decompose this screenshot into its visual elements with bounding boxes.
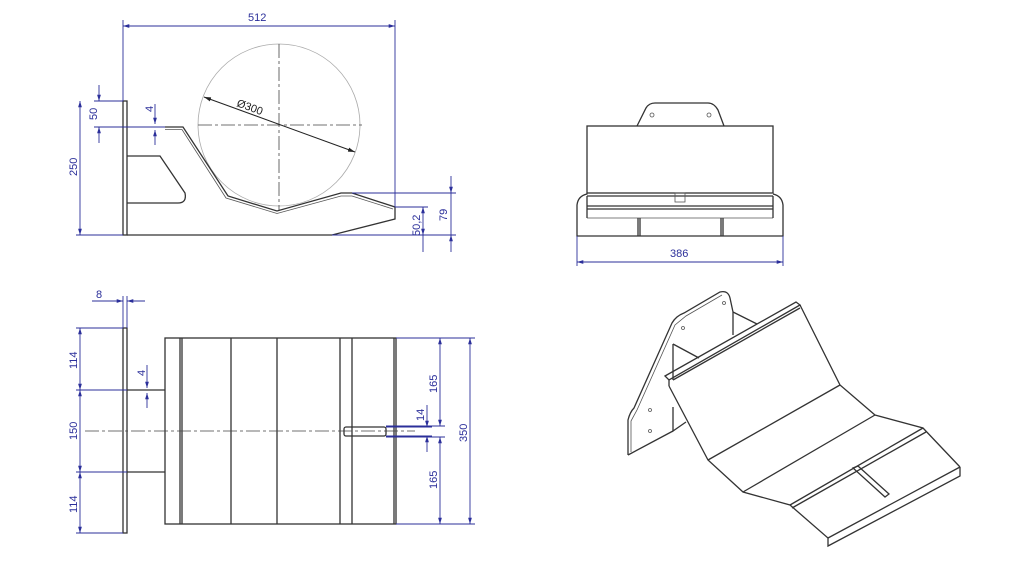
front-view: 386: [576, 102, 784, 266]
iso-back-plate: [627, 290, 734, 455]
dim-total-width: 350: [458, 424, 470, 442]
dim-upper-mount: 114: [68, 351, 80, 369]
dim-half-width-lower: 165: [428, 471, 440, 489]
iso-slot: [851, 465, 891, 498]
base: [576, 193, 784, 237]
dim-lower-mount: 114: [68, 495, 80, 513]
gusset: [127, 155, 186, 204]
dim-base-width: 386: [670, 248, 688, 260]
dim-thickness: 4: [144, 106, 156, 112]
dim-wheel-diameter: Ø300: [235, 98, 264, 118]
dim-end-lip-height: 50,2: [411, 215, 423, 236]
dim-center-spacing: 150: [68, 422, 80, 440]
top-mounting-plate: [122, 327, 128, 534]
side-view: 512 50 250 4 Ø300 79 50,2: [68, 12, 456, 252]
bolt-hole-icon: [706, 112, 712, 118]
dim-end-height: 79: [438, 209, 450, 221]
chute-profile: [127, 126, 396, 236]
mounting-plate: [122, 100, 128, 236]
dim-half-width-upper: 165: [428, 375, 440, 393]
slot: [343, 426, 387, 437]
dim-overall-length: 512: [248, 12, 266, 24]
dim-rib-thickness: 4: [136, 370, 148, 376]
dim-slot-width: 14: [415, 409, 427, 421]
mount-tab: [636, 102, 725, 127]
bolt-hole-icon: [649, 112, 655, 118]
iso-front-edge: [668, 385, 961, 548]
chute-profile-inner: [165, 129, 394, 214]
isometric-view: [627, 290, 961, 548]
diameter-leader: [203, 96, 356, 153]
dim-top-offset: 50: [88, 108, 100, 120]
front-face: [586, 125, 774, 194]
iso-right-edge: [799, 304, 961, 468]
dim-plate-thickness: 8: [96, 289, 102, 301]
dim-total-height: 250: [68, 158, 80, 176]
top-view: 8 114 150 114 4 14 165 165 350: [68, 289, 475, 534]
slot-front: [674, 192, 686, 203]
